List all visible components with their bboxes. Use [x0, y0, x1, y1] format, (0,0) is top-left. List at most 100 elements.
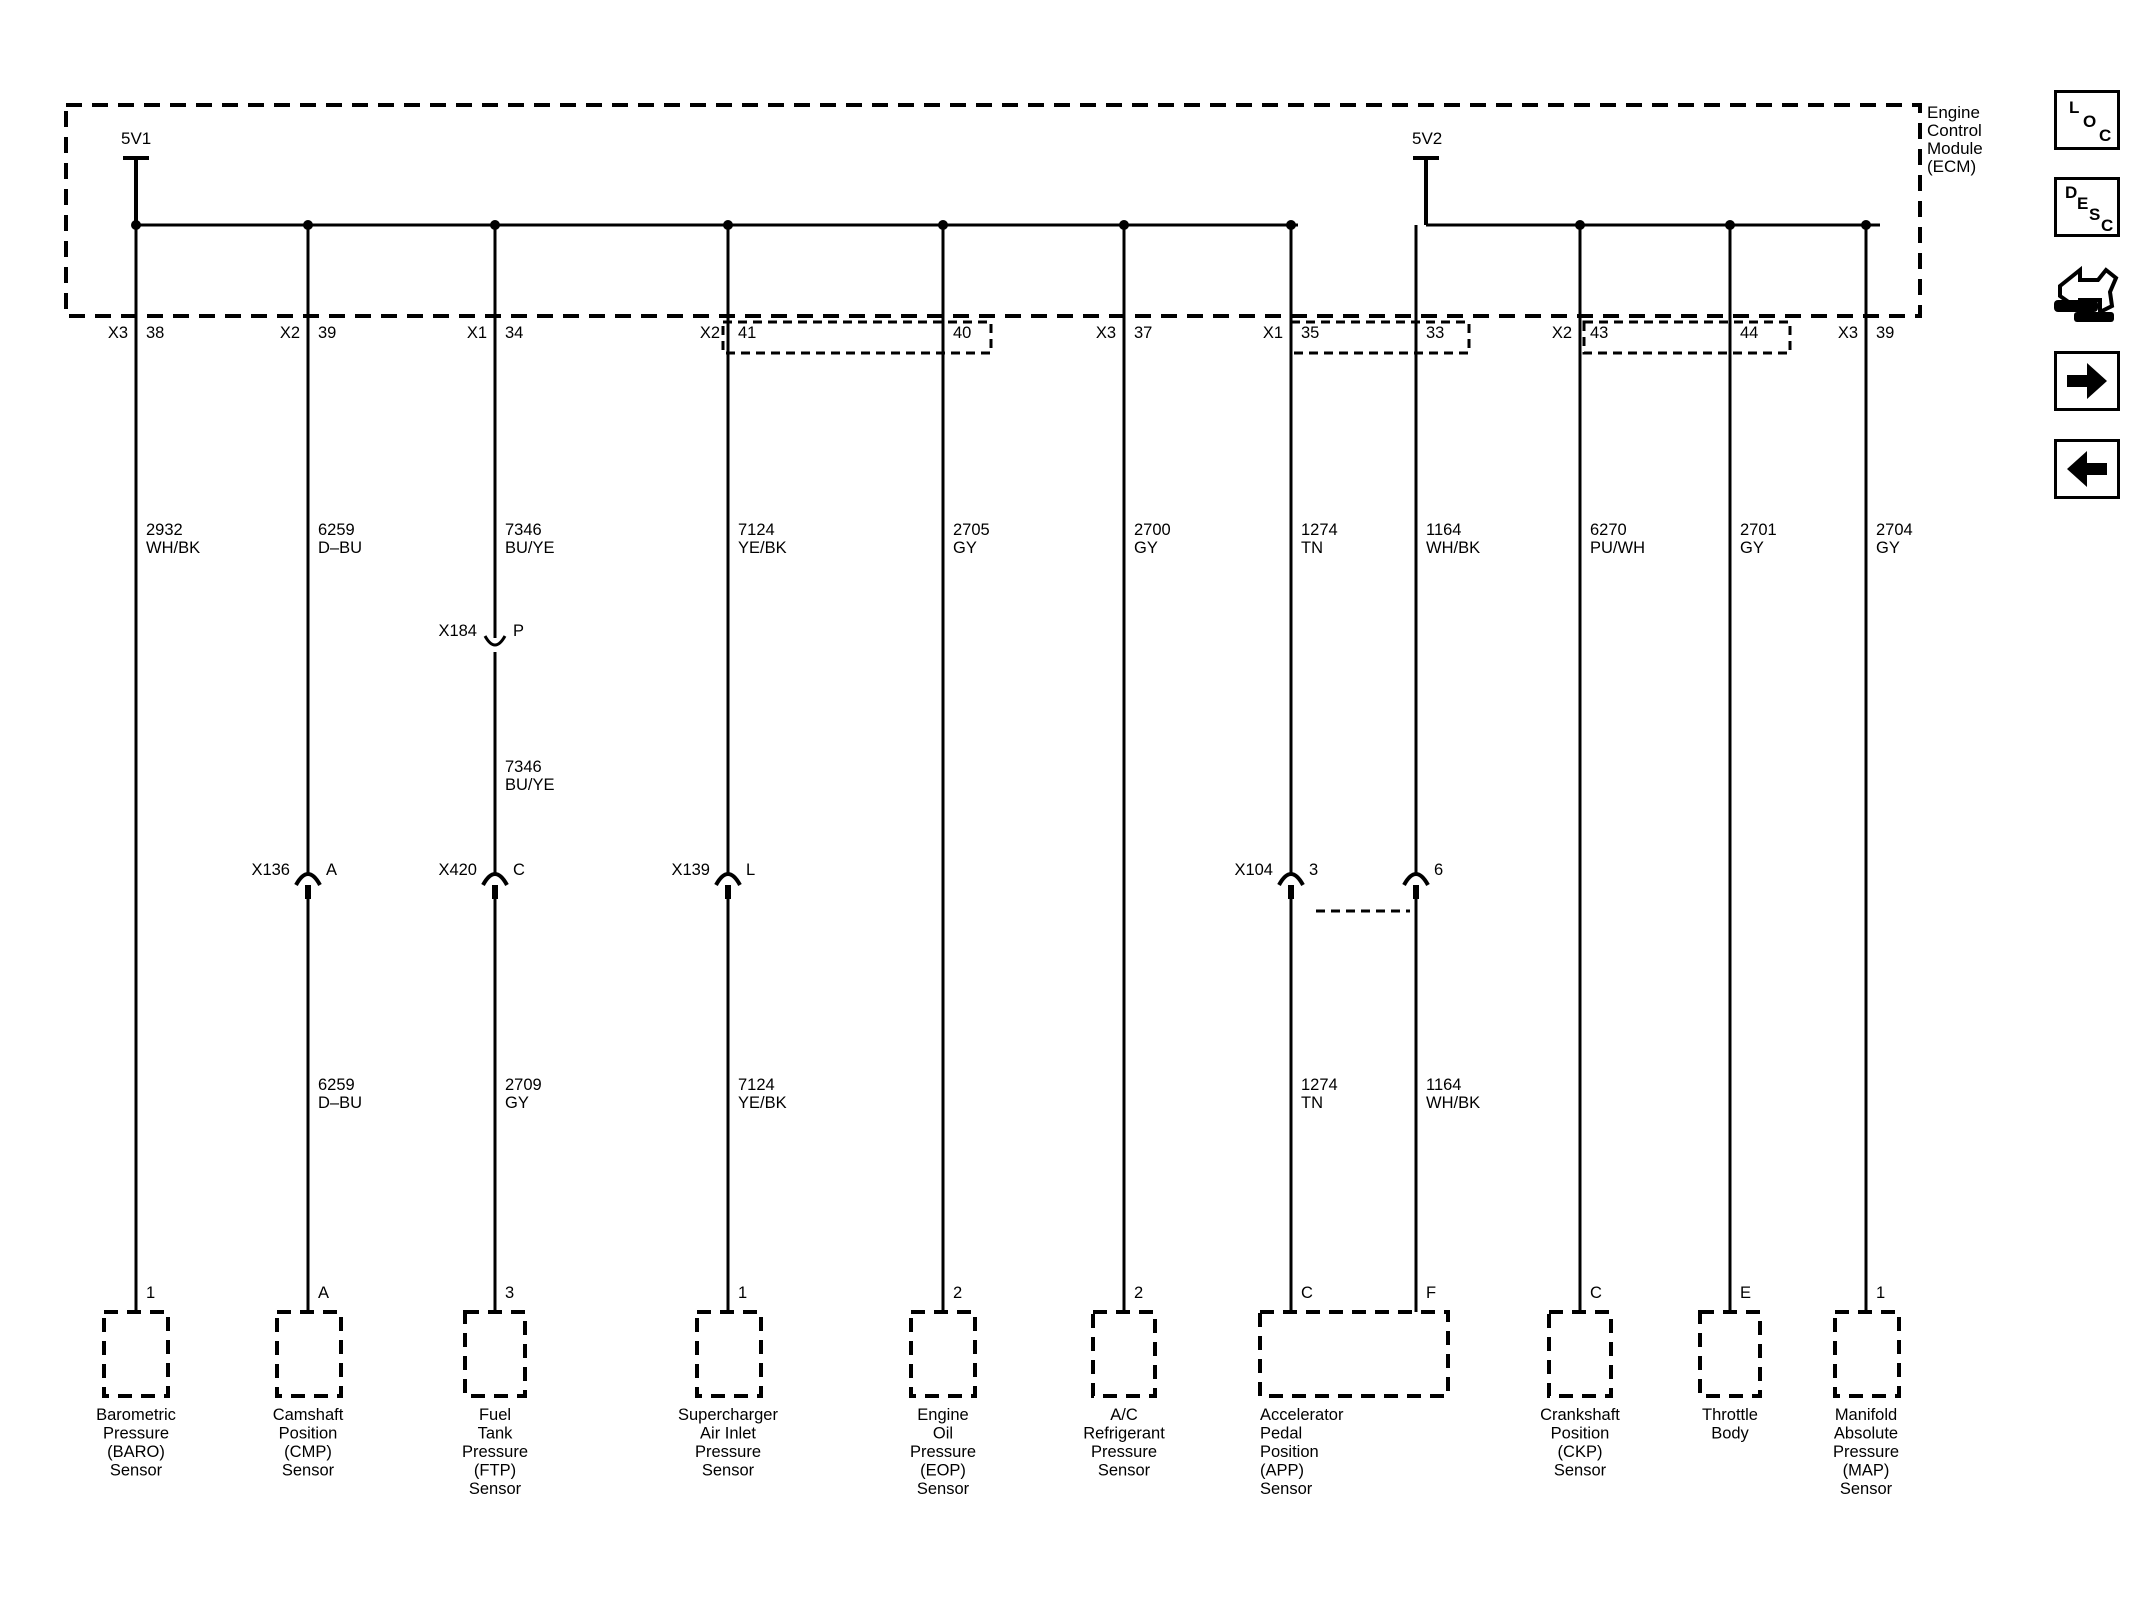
pin-label: 44	[1740, 324, 1758, 342]
sensor-box	[1833, 1310, 1901, 1398]
pin-label: 33	[1426, 324, 1444, 342]
wire-color: BU/YE	[505, 776, 555, 794]
sensor-name-line: Pedal	[1260, 1425, 1302, 1443]
sensor-name-line: (APP)	[1260, 1462, 1304, 1480]
wire-number: 2701	[1740, 521, 1777, 539]
sensor-name-line: Position	[1260, 1443, 1319, 1461]
sensor-name-line: Sensor	[1554, 1462, 1607, 1480]
sensor-name-line: Pressure	[910, 1443, 976, 1461]
previous-arrow-button[interactable]	[2054, 439, 2120, 499]
sensor-name-line: Fuel	[479, 1406, 511, 1424]
sensor-name-line: Barometric	[96, 1406, 176, 1424]
wire-color: WH/BK	[1426, 539, 1480, 557]
inline-connector-symbol	[1402, 872, 1430, 887]
wire-color: TN	[1301, 539, 1323, 557]
sensor-name-line: (CMP)	[284, 1443, 332, 1461]
sensor-name-line: A/C	[1110, 1406, 1138, 1424]
desc-letter: C	[2101, 216, 2114, 235]
wire-color: GY	[1134, 539, 1158, 557]
wire-number: 2705	[953, 521, 990, 539]
sensor-pin-label: 2	[953, 1284, 962, 1302]
connector-label: X2	[1552, 324, 1572, 342]
inline-connector-label: X420	[438, 861, 477, 879]
inline-connector-symbol	[481, 872, 509, 887]
sensor-name-line: Sensor	[917, 1480, 970, 1498]
inline-connector-symbol	[1277, 872, 1305, 887]
wire-color: GY	[953, 539, 977, 557]
sensor-name-line: (CKP)	[1558, 1443, 1603, 1461]
sensor-box	[695, 1310, 763, 1398]
wire-number: 7124	[738, 1076, 775, 1094]
sensor-name-line: Pressure	[462, 1443, 528, 1461]
wire-color: GY	[1876, 539, 1900, 557]
inline-connector-label: X104	[1234, 861, 1273, 879]
desc-letter: E	[2077, 194, 2089, 213]
inline-pin-label: 6	[1434, 861, 1443, 879]
sensor-name-line: Accelerator	[1260, 1406, 1344, 1424]
sensor-name-line: Sensor	[1260, 1480, 1313, 1498]
ecm-label: Engine Control Module (ECM)	[1927, 103, 1983, 176]
ecm-label-line: (ECM)	[1927, 157, 1976, 176]
sensor-box	[1091, 1310, 1157, 1398]
sensor-name-line: Sensor	[282, 1462, 335, 1480]
wire-number: 7346	[505, 521, 542, 539]
wire-number: 2709	[505, 1076, 542, 1094]
loc-letter: O	[2083, 112, 2097, 131]
wire-number: 6259	[318, 1076, 355, 1094]
next-arrow-icon	[2067, 363, 2107, 399]
wire-number: 2704	[1876, 521, 1913, 539]
wire-color: WH/BK	[146, 539, 200, 557]
next-arrow-button[interactable]	[2054, 351, 2120, 411]
description-button[interactable]: D E S C	[2054, 177, 2120, 237]
sensor-pin-label: 2	[1134, 1284, 1143, 1302]
connector-label: X3	[1838, 324, 1858, 342]
sensor-name-line: Engine	[917, 1406, 968, 1424]
location-button[interactable]: L O C	[2054, 90, 2120, 150]
pin-label: 39	[318, 324, 336, 342]
inline-connector-label: X184	[438, 622, 477, 640]
sensor-name-line: Sensor	[1098, 1462, 1151, 1480]
sensor-name-line: Absolute	[1834, 1425, 1898, 1443]
connector-info-icon[interactable]	[2050, 256, 2124, 334]
inline-pin-label: A	[326, 861, 337, 879]
pin-label: 34	[505, 324, 523, 342]
sensor-name-line: Pressure	[1833, 1443, 1899, 1461]
inline-connector-symbol	[714, 872, 742, 887]
connector-group	[1582, 320, 1792, 355]
connector-label: X3	[1096, 324, 1116, 342]
sensor-name-line: Pressure	[103, 1425, 169, 1443]
sensor-box	[1547, 1310, 1613, 1398]
sensor-name-line: (BARO)	[107, 1443, 165, 1461]
wire-number: 2700	[1134, 521, 1171, 539]
pin-label: 37	[1134, 324, 1152, 342]
wire-number: 1164	[1426, 521, 1461, 539]
sensor-box	[102, 1310, 170, 1398]
sensor-box	[909, 1310, 977, 1398]
connector-group	[721, 320, 993, 355]
inline-connector-pin	[1288, 885, 1294, 899]
wire-color: D–BU	[318, 539, 362, 557]
sensor-box	[275, 1310, 343, 1398]
connector-label: X2	[280, 324, 300, 342]
sensor-name-line: Sensor	[1840, 1480, 1893, 1498]
sensor-name-line: Position	[1551, 1425, 1610, 1443]
previous-arrow-icon	[2067, 451, 2107, 487]
sensor-pin-label: C	[1590, 1284, 1602, 1302]
sensor-name-line: Body	[1711, 1425, 1749, 1443]
wire-color: TN	[1301, 1094, 1323, 1112]
sensor-box	[1698, 1310, 1762, 1398]
ecm-label-line: Control	[1927, 121, 1982, 140]
wire-color: BU/YE	[505, 539, 555, 557]
inline-connector-symbol	[483, 635, 507, 647]
loc-letter: L	[2069, 98, 2080, 117]
sensor-name-line: Sensor	[469, 1480, 522, 1498]
inline-pin-label: L	[746, 861, 755, 879]
inline-connector-symbol	[294, 872, 322, 887]
wire-number: 1164	[1426, 1076, 1461, 1094]
sensor-name-line: Position	[279, 1425, 338, 1443]
sensor-pin-label: 3	[505, 1284, 514, 1302]
inline-connector-pin	[1413, 885, 1419, 899]
sensor-name-line: Pressure	[695, 1443, 761, 1461]
sensor-pin-label: A	[318, 1284, 329, 1302]
